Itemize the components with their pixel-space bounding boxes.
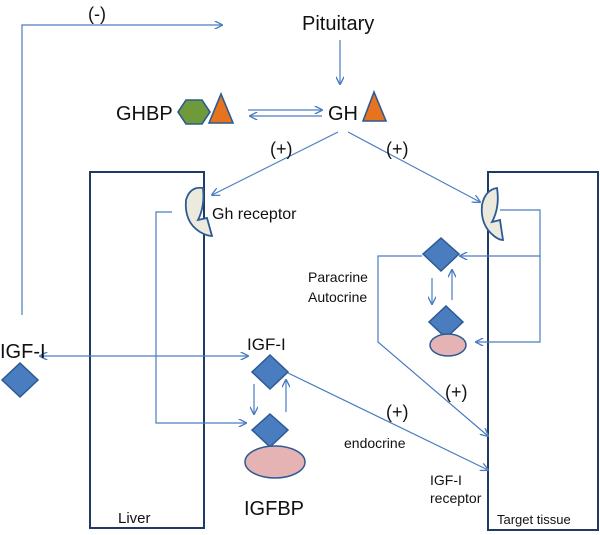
- target-gh-receptor-icon: [480, 186, 505, 241]
- liver-complex-diamond-icon: [250, 412, 290, 449]
- plus-endocrine-label: (+): [386, 402, 409, 422]
- igfbp-label: IGFBP: [244, 498, 304, 520]
- igf-liver-label: IGF-I: [247, 335, 286, 354]
- pituitary-label: Pituitary: [302, 13, 374, 35]
- feedback-arrow: [21, 25, 222, 315]
- paracrine-autocrine-arrow: [377, 255, 488, 436]
- plus-left-label: (+): [270, 139, 293, 159]
- liver-box: [89, 171, 205, 529]
- igf-receptor-label-line1: IGF-I: [430, 472, 462, 488]
- liver-receptor-signal-arrow: [155, 211, 246, 423]
- plus-target-label: (+): [445, 382, 468, 402]
- gh-to-liver-arrow: [212, 131, 339, 195]
- liver-label: Liver: [118, 510, 151, 527]
- target-receptor-to-complex-arrow: [476, 256, 541, 342]
- autocrine-label: Autocrine: [308, 289, 367, 305]
- gh-receptor-label: Gh receptor: [212, 206, 297, 223]
- liver-gh-receptor-icon: [184, 186, 214, 237]
- gh-to-target-arrow: [347, 131, 480, 202]
- target-igf-diamond-icon: [421, 236, 461, 273]
- gh-label: GH: [328, 103, 358, 125]
- circulating-igf-diamond-icon: [0, 361, 40, 399]
- target-receptor-to-igf-arrow: [460, 209, 541, 256]
- igf-left-label: IGF-I: [0, 341, 46, 363]
- plus-right-label: (+): [386, 139, 409, 159]
- target-complex-diamond-icon: [427, 304, 465, 340]
- ghbp-triangle-icon: [207, 91, 235, 124]
- target-tissue-label: Target tissue: [497, 512, 571, 527]
- igf-receptor-label-line2: receptor: [430, 490, 482, 506]
- ghbp-hexagon-icon: [177, 99, 211, 125]
- paracrine-label: Paracrine: [308, 269, 368, 285]
- ghbp-label: GHBP: [116, 103, 173, 125]
- gh-triangle-icon: [361, 89, 388, 122]
- liver-igf-diamond-icon: [250, 353, 290, 391]
- endocrine-label: endocrine: [344, 435, 406, 451]
- endocrine-arrow: [285, 371, 488, 470]
- target-binding-protein-oval-icon: [429, 333, 467, 357]
- feedback-label: (-): [88, 4, 106, 24]
- igfbp-oval-icon: [244, 445, 306, 479]
- target-tissue-box: [487, 171, 599, 531]
